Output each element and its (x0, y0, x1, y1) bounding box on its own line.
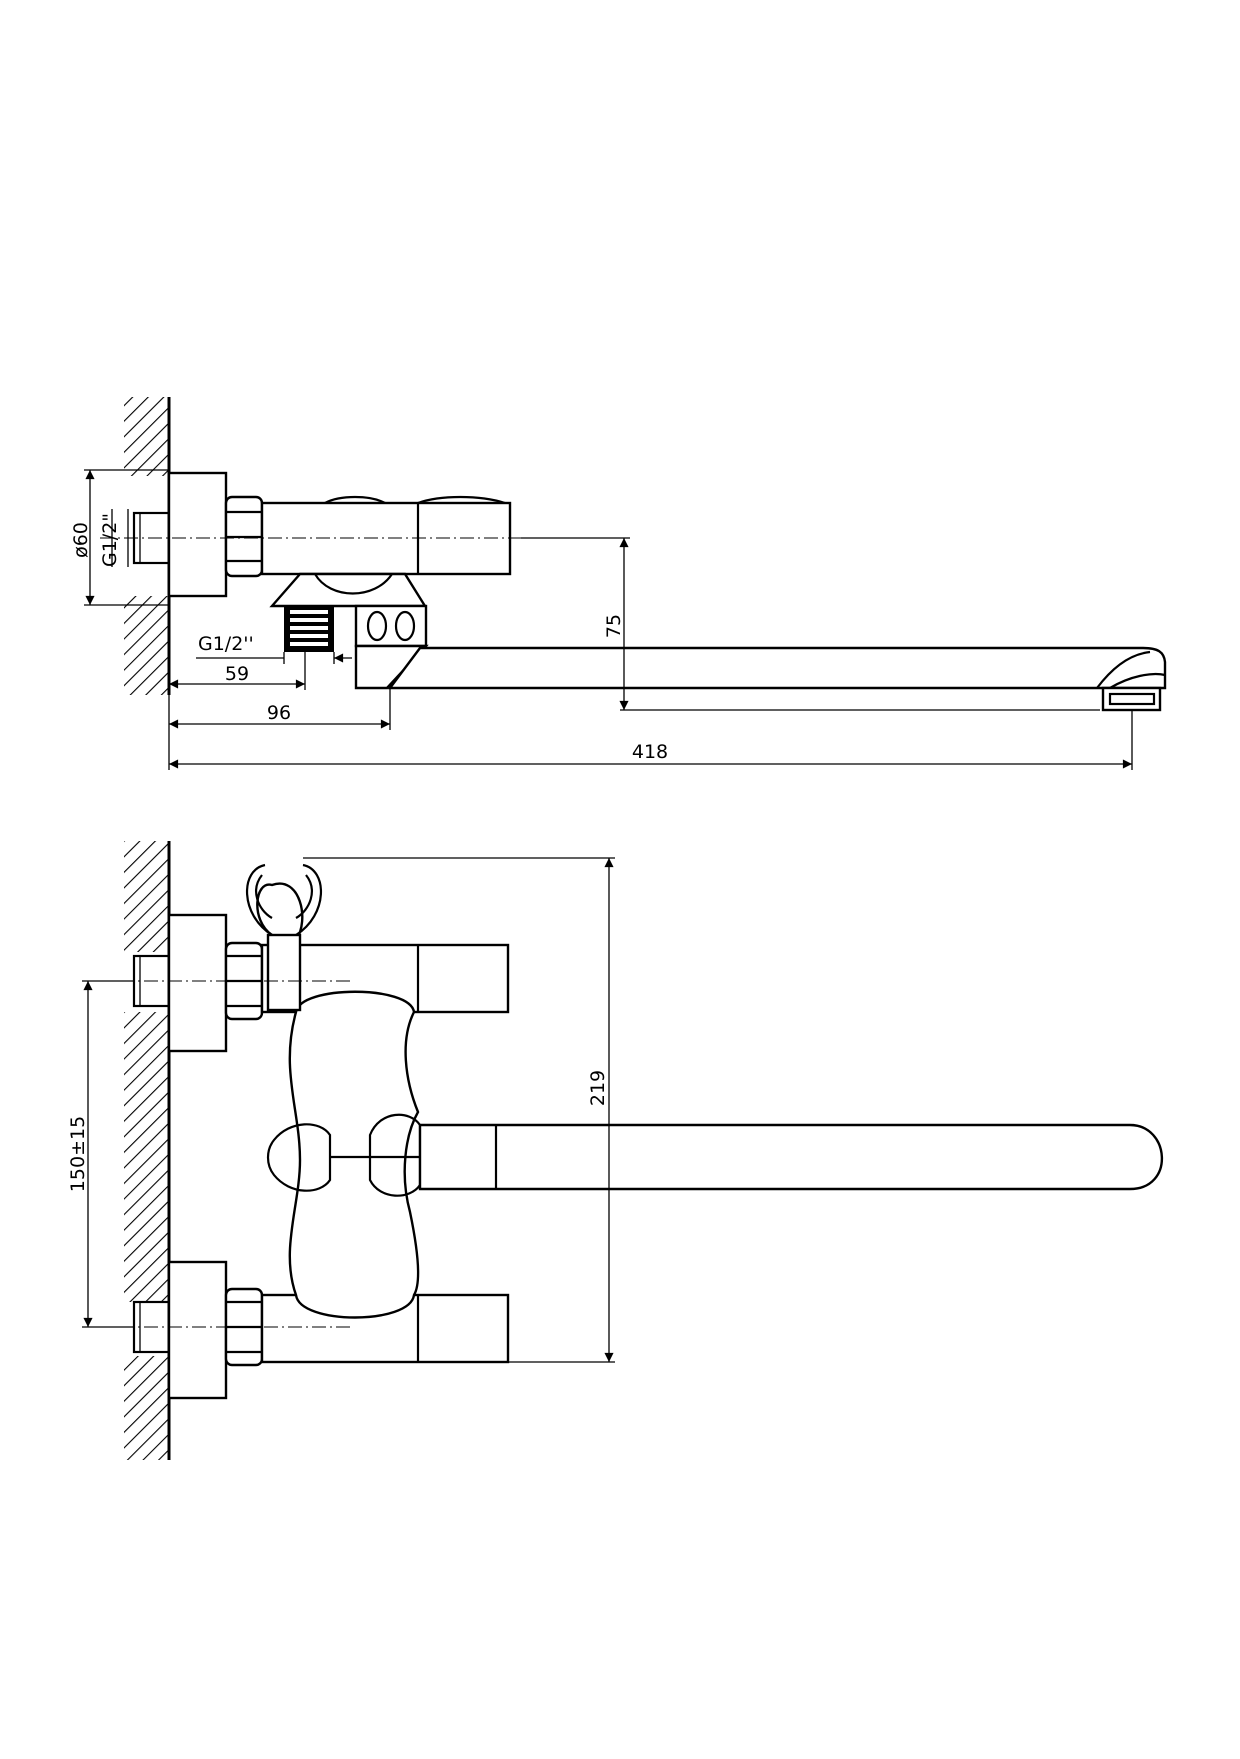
dim-spout-height: 75 (521, 537, 1100, 711)
wall-section-top (124, 841, 171, 1460)
dim-wall-thread-text: G1/2" (99, 513, 121, 567)
dim-inlet-spacing-text: 150±15 (67, 1116, 89, 1192)
dim-shower-thread-text: G1/2'' (198, 633, 254, 655)
dim-inlet-spacing: 150±15 (67, 980, 134, 1328)
dim-outlet-offset-text: 59 (225, 663, 249, 685)
dim-overall-length: 418 (169, 710, 1133, 770)
spout-top (418, 1123, 1164, 1191)
dim-spout-base-offset-text: 96 (267, 702, 291, 724)
dim-spout-height-text: 75 (603, 614, 625, 638)
dim-wall-thread: G1/2" (99, 509, 121, 567)
spout-side (387, 646, 1167, 712)
dim-outlet-offset: 59 (169, 652, 306, 690)
dim-escutcheon-diameter: ø60 (70, 469, 169, 606)
wall-section-side (124, 397, 171, 695)
dim-overall-width: 219 (303, 857, 615, 1363)
mixer-body-top (266, 990, 422, 1319)
shower-holder-top (245, 863, 323, 1012)
escutcheon-side (167, 471, 228, 598)
hex-nut-side (224, 495, 264, 578)
mixer-body-side (260, 495, 512, 608)
dim-overall-width-text: 219 (587, 1070, 609, 1106)
shower-outlet-side (284, 606, 334, 652)
dim-overall-length-text: 418 (632, 741, 668, 763)
dim-escutcheon-diameter-text: ø60 (70, 522, 92, 558)
dim-spout-base-offset: 96 (168, 688, 391, 770)
spout-collar-side (354, 604, 429, 690)
dim-shower-thread: G1/2'' (196, 633, 352, 664)
side-view: ø60 G1/2" G1/2'' 59 96 (70, 397, 1167, 770)
top-view: 219 150±15 (67, 841, 1164, 1460)
